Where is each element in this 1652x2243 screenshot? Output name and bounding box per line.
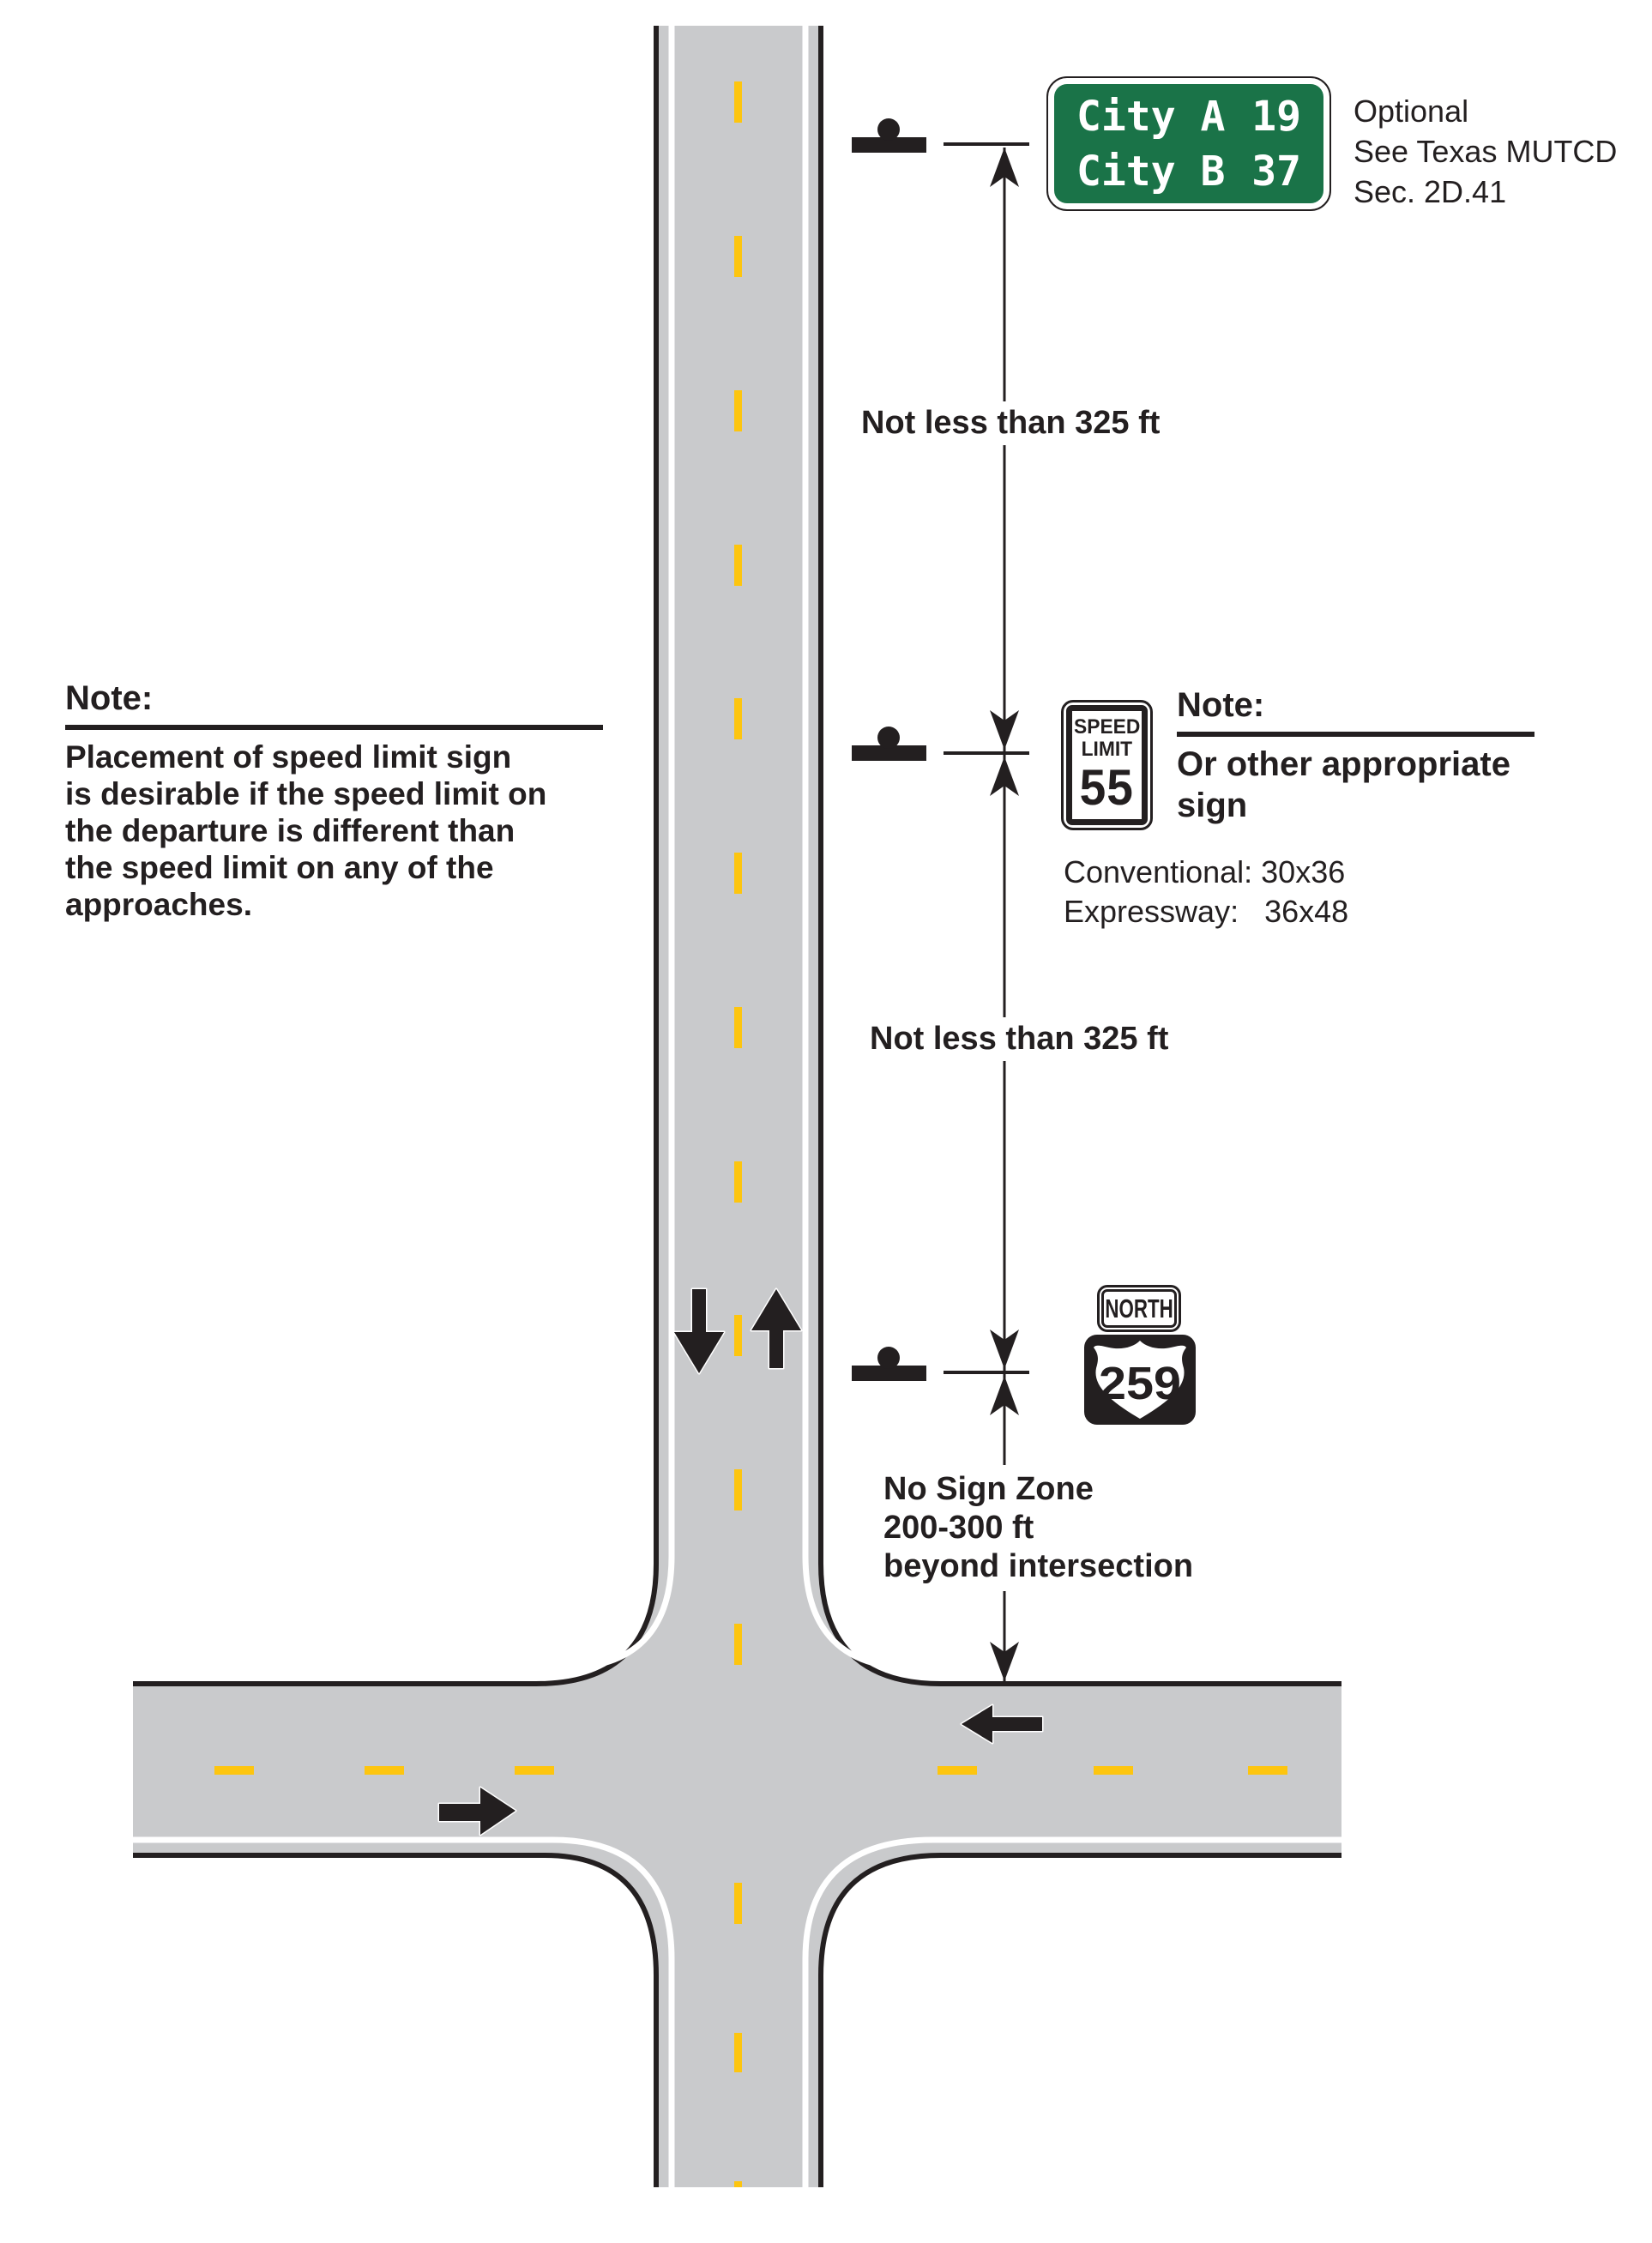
left-note-line: is desirable if the speed limit on [65, 776, 547, 811]
sign-size-line: Conventional: 30x36 [1064, 854, 1346, 889]
speed-note-line: sign [1177, 787, 1248, 824]
dimension-arrowhead-up [990, 148, 1019, 187]
north-plate-text: NORTH [1105, 1293, 1173, 1323]
north-plate-face: NORTH [1101, 1289, 1177, 1328]
no-sign-zone-line: 200-300 ft [883, 1510, 1034, 1546]
sign-post-symbol [852, 118, 926, 153]
dimension-label-upper: Not less than 325 ft [854, 401, 1167, 445]
route-number: 259 [1099, 1358, 1181, 1409]
annotation-line: Sec. 2D.41 [1354, 174, 1507, 209]
white-edge-line [802, 1836, 1341, 2187]
guide-sign-distance: 19 [1251, 92, 1301, 141]
dimension-arrowhead-down [990, 710, 1019, 750]
dimension-arrowhead-up [990, 757, 1019, 796]
route-shield: 259 [1083, 1334, 1197, 1426]
speed-note-title: Note: [1177, 686, 1265, 724]
guide-sign-row: City B 37 [1076, 144, 1301, 199]
left-note-title: Note: [65, 679, 154, 717]
left-note-line: the departure is different than [65, 813, 515, 848]
left-note-line: Placement of speed limit sign [65, 739, 512, 775]
centerline-dashes-vertical [734, 81, 742, 2187]
sign-size-note: Conventional: 30x36 Expressway: 36x48 [1064, 853, 1348, 932]
note-underline [65, 725, 603, 730]
guide-sign: City A 19 City B 37 [1046, 76, 1331, 211]
dimension-label-lower: Not less than 325 ft [863, 1017, 1176, 1061]
white-edge-line [133, 1836, 675, 2187]
white-edge-line [802, 26, 1341, 1672]
westbound-arrow [960, 1703, 1044, 1745]
sign-post-symbol [852, 727, 926, 761]
speed-word: SPEED [1073, 715, 1141, 739]
guide-sign-annotation: Optional See Texas MUTCD Sec. 2D.41 [1354, 91, 1617, 212]
guide-sign-row: City A 19 [1076, 89, 1301, 144]
southbound-arrow [672, 1287, 726, 1375]
dimension-arrowhead-up [990, 1376, 1019, 1415]
speed-note: Note: Or other appropriate sign [1177, 686, 1534, 826]
annotation-line: See Texas MUTCD [1354, 134, 1618, 169]
us-shield-shape [1094, 1341, 1186, 1419]
note-underline [1177, 732, 1534, 737]
speed-limit-sign: SPEED LIMIT 55 [1061, 700, 1153, 830]
route-shield-graphic: 259 [1084, 1335, 1196, 1425]
dimension-arrowhead-down [990, 1330, 1019, 1369]
annotation-line: Optional [1354, 93, 1469, 129]
dimension-arrowhead-down [990, 1642, 1019, 1681]
speed-limit-sign-face: SPEED LIMIT 55 [1066, 705, 1148, 825]
road-edge-line [133, 1853, 659, 2187]
no-sign-zone-label: No Sign Zone 200-300 ft beyond intersect… [883, 1465, 1244, 1591]
sign-size-line: Expressway: 36x48 [1064, 894, 1349, 929]
guide-sign-face: City A 19 City B 37 [1054, 84, 1323, 203]
guide-sign-city: City B [1076, 147, 1226, 196]
eastbound-arrow [437, 1786, 517, 1836]
road-pavement [133, 26, 1341, 2187]
guide-sign-distance: 37 [1251, 147, 1301, 196]
guide-sign-city: City A [1076, 92, 1226, 141]
no-sign-zone-line: No Sign Zone [883, 1471, 1094, 1507]
left-note-line: approaches. [65, 887, 252, 922]
left-note-line: the speed limit on any of the [65, 850, 494, 885]
no-sign-zone-line: beyond intersection [883, 1548, 1194, 1584]
speed-value: 55 [1079, 760, 1135, 816]
limit-word: LIMIT [1081, 738, 1133, 761]
centerline-dashes-horizontal [214, 1766, 1287, 1775]
white-edge-line [133, 26, 675, 1672]
speed-note-line: Or other appropriate [1177, 745, 1510, 783]
road-edge-line [818, 1853, 1341, 2187]
northbound-arrow [750, 1287, 803, 1370]
left-note: Note: Placement of speed limit sign is d… [65, 679, 631, 923]
north-plate: NORTH [1097, 1285, 1181, 1332]
sign-post-symbol [852, 1347, 926, 1381]
